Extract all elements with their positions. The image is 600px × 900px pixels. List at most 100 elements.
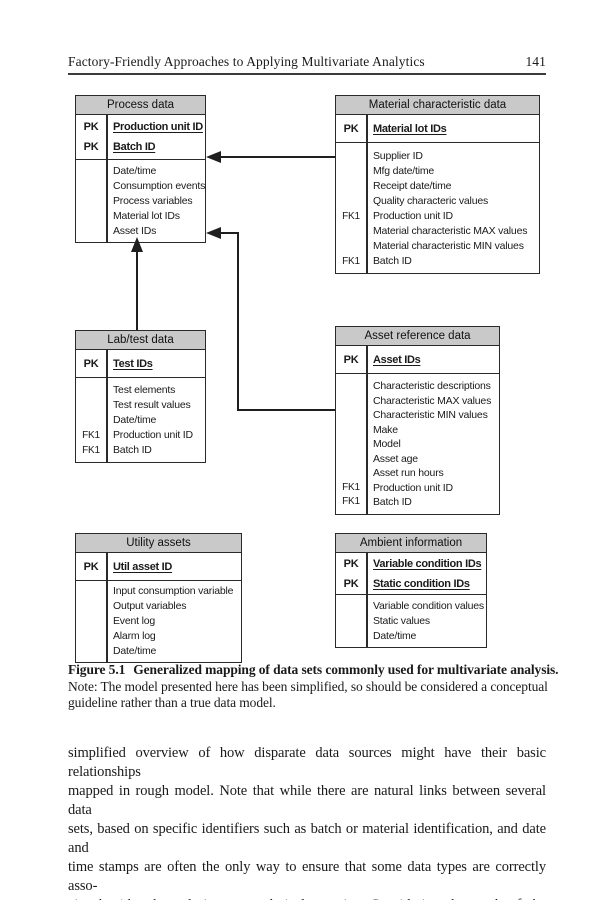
field-name: Supplier ID xyxy=(373,150,423,162)
body-line: mapped in rough model. Note that while t… xyxy=(68,783,546,818)
entity-attr-row: Variable condition values xyxy=(336,599,486,614)
field-name: Make xyxy=(373,423,398,436)
entity-attr-row: Receipt date/time xyxy=(336,179,539,194)
entity-key-row: PK Util asset ID xyxy=(76,557,241,577)
entity-attr-row: Material characteristic MAX values xyxy=(336,224,539,239)
arrowhead-material-to-process xyxy=(206,151,221,163)
field-name: Receipt date/time xyxy=(373,180,452,192)
key-column-divider xyxy=(106,350,108,462)
field-name: Characteristic descriptions xyxy=(373,380,491,392)
entity-title: Material characteristic data xyxy=(368,99,507,111)
field-name: Variable condition IDs xyxy=(373,557,482,570)
entity-title: Lab/test data xyxy=(107,334,174,346)
key-tag xyxy=(76,584,106,599)
entity-title: Asset reference data xyxy=(364,330,471,342)
entity-title: Ambient information xyxy=(359,537,463,549)
key-tag: PK xyxy=(83,357,99,370)
key-tag: FK1 xyxy=(342,496,360,507)
key-column-divider xyxy=(106,553,108,662)
key-column-divider xyxy=(366,346,368,514)
field-name: Date/time xyxy=(113,645,157,657)
entity-attr-row: Process variables xyxy=(76,194,205,209)
key-tag: PK xyxy=(343,122,359,135)
key-tag: FK1 xyxy=(82,445,100,456)
key-tag xyxy=(76,224,106,239)
entity-attr-row: Asset run hours xyxy=(336,466,499,481)
field-name: Production unit ID xyxy=(373,481,453,494)
key-tag xyxy=(336,394,366,409)
key-tag xyxy=(336,379,366,394)
key-column-divider xyxy=(366,553,368,647)
field-name: Quality characteric values xyxy=(373,195,489,207)
key-tag xyxy=(336,194,366,209)
field-name: Batch ID xyxy=(113,444,152,456)
header-rule xyxy=(68,73,546,75)
arrowhead-asset-to-process xyxy=(206,227,221,239)
entity-body: PK Util asset ID Input consumption variab… xyxy=(76,553,241,662)
connector-asset-to-process-seg2 xyxy=(237,232,239,411)
field-name: Consumption events xyxy=(113,180,206,192)
key-tag xyxy=(76,398,106,413)
field-name: Batch ID xyxy=(113,141,156,153)
key-tag xyxy=(336,629,366,644)
key-tag xyxy=(336,599,366,614)
key-tag xyxy=(336,437,366,452)
entity-title-bar: Asset reference data xyxy=(336,327,499,346)
running-title: Factory-Friendly Approaches to Applying … xyxy=(68,54,425,69)
body-line: ciated with others during an analytical … xyxy=(68,896,546,900)
field-name: Batch ID xyxy=(373,496,412,508)
entity-title-bar: Process data xyxy=(76,96,205,115)
field-name: Static values xyxy=(373,615,430,627)
field-name: Test result values xyxy=(113,399,191,411)
field-name: Variable condition values xyxy=(373,600,484,612)
field-name: Process variables xyxy=(113,195,193,207)
entity-attr-row: Event log xyxy=(76,614,241,629)
key-tag xyxy=(76,164,106,179)
field-name: Util asset ID xyxy=(113,560,173,573)
entity-attr-row: Characteristic MIN values xyxy=(336,408,499,423)
field-name: Input consumption variable xyxy=(113,585,234,597)
field-name: Static condition IDs xyxy=(373,577,470,590)
entity-attr-row: Test result values xyxy=(76,398,205,413)
body-paragraph: simplified overview of how disparate dat… xyxy=(68,744,546,900)
entity-attr-row: Asset IDs xyxy=(76,224,205,239)
field-name: Material characteristic MAX values xyxy=(373,225,528,237)
entity-attr-row: Date/time xyxy=(76,164,205,179)
entity-attr-row: Date/time xyxy=(76,644,241,659)
running-header: Factory-Friendly Approaches to Applying … xyxy=(68,54,546,70)
figure-title: Generalized mapping of data sets commonl… xyxy=(133,662,559,677)
figure-label: Figure 5.1 xyxy=(68,662,126,677)
entity-title-bar: Material characteristic data xyxy=(336,96,539,115)
entity-attr-row: Characteristic MAX values xyxy=(336,394,499,409)
page-number: 141 xyxy=(525,54,546,69)
entity-attr-row: Make xyxy=(336,423,499,438)
field-name: Asset age xyxy=(373,452,418,465)
entity-title-bar: Ambient information xyxy=(336,534,486,553)
field-name: Asset IDs xyxy=(373,353,421,366)
key-tag: PK xyxy=(83,560,99,573)
connector-asset-to-process-seg1 xyxy=(219,232,239,234)
field-name: Alarm log xyxy=(113,630,156,642)
field-name: Test elements xyxy=(113,384,176,396)
field-name: Characteristic MAX values xyxy=(373,394,492,407)
key-tag xyxy=(76,599,106,614)
key-tag xyxy=(336,614,366,629)
field-name: Date/time xyxy=(373,630,417,642)
entity-attr-row: Date/time xyxy=(76,413,205,428)
key-tag xyxy=(76,194,106,209)
entity-title: Process data xyxy=(106,99,175,111)
